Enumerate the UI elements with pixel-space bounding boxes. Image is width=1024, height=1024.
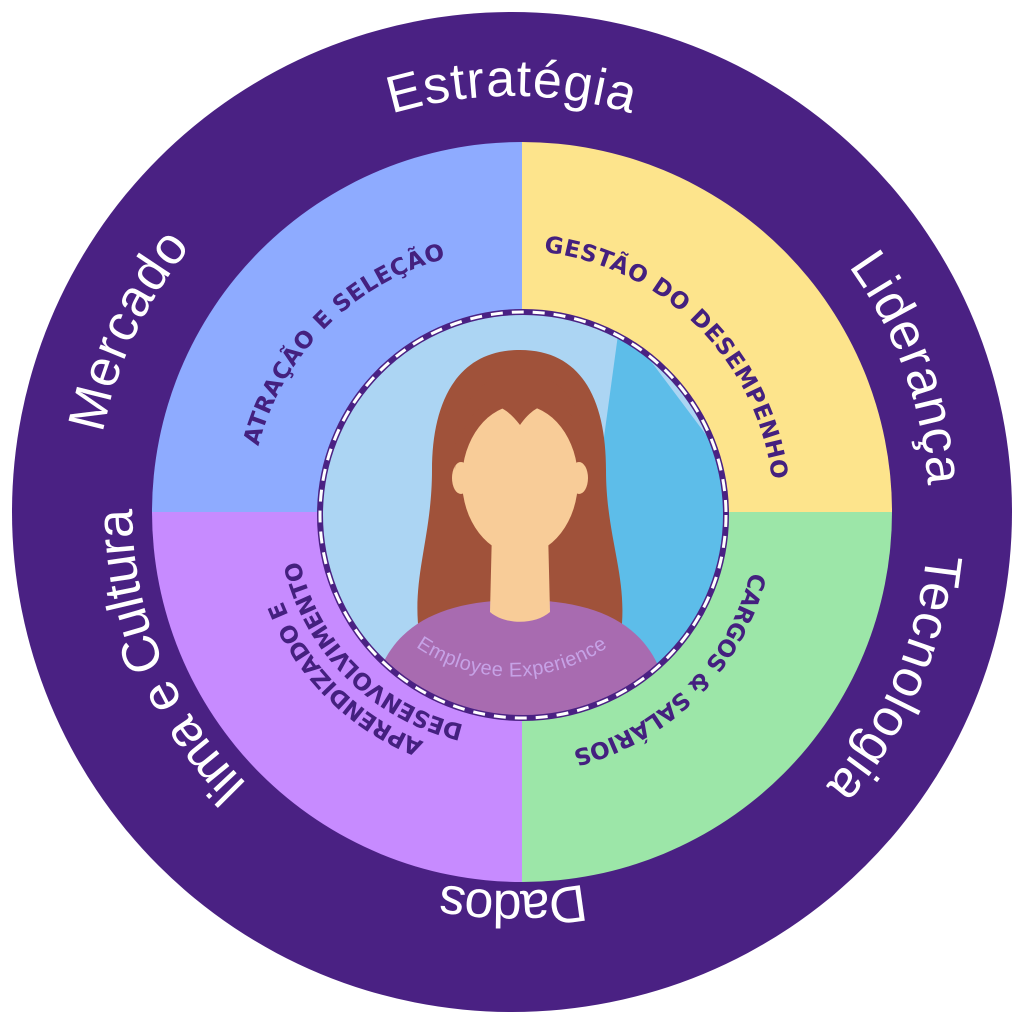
person-avatar-icon bbox=[380, 350, 660, 718]
center-avatar: Employee Experience bbox=[317, 309, 729, 721]
ring-label-dados: Dados bbox=[433, 873, 589, 938]
svg-text:Dados: Dados bbox=[433, 873, 590, 938]
